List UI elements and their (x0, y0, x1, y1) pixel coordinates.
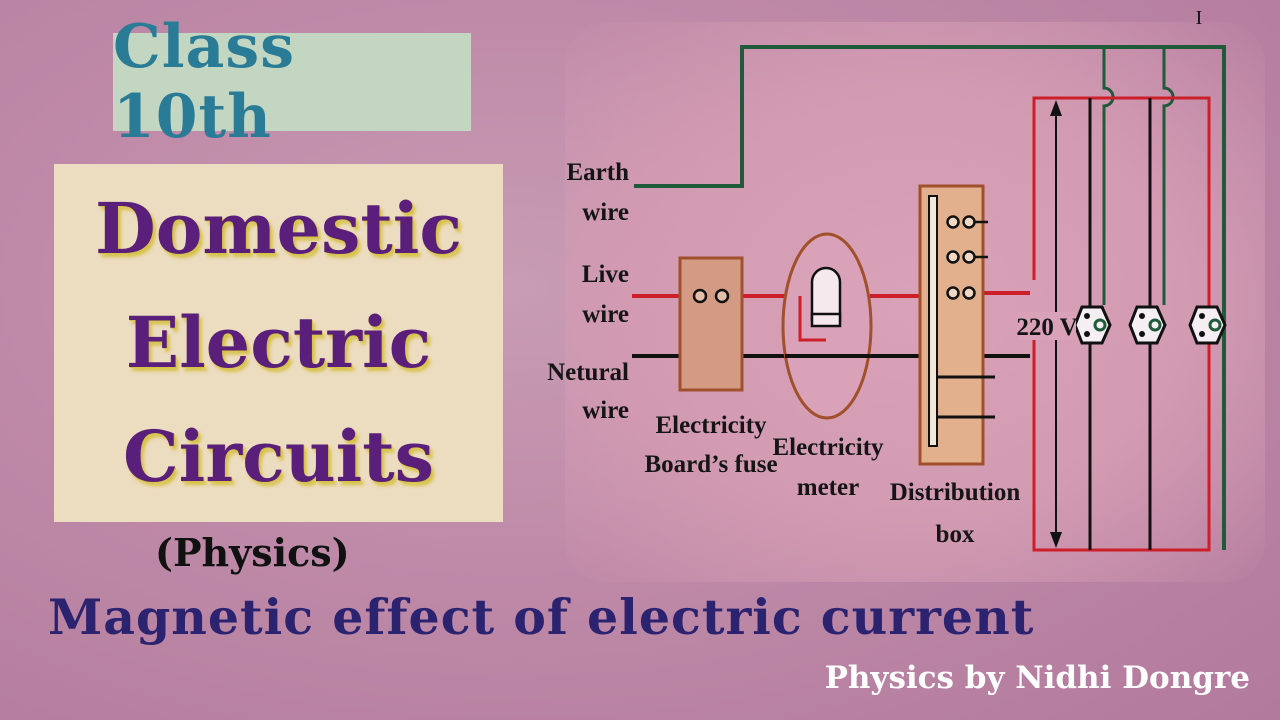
socket-3 (1188, 305, 1227, 345)
class-label-box: Class 10th (113, 12, 471, 152)
live-label-2: wire (582, 301, 629, 328)
distribution-fuse-1b (962, 215, 976, 229)
voltage-label: 220 V (1016, 314, 1077, 341)
earth-drop-2 (1162, 47, 1175, 305)
meter-label-1: Electricity (772, 434, 884, 461)
voltage-label-bg (1018, 312, 1076, 340)
voltage-arrow-head-bottom (1050, 532, 1062, 548)
meter-link (798, 296, 826, 342)
fuse-terminal-2 (714, 288, 730, 304)
title-box: Domestic Electric Circuits (54, 164, 503, 522)
title-line-1: Domestic (95, 187, 462, 270)
distribution-fuse-3a (946, 286, 960, 300)
neutral-label-2: wire (582, 397, 629, 424)
meter-base (810, 312, 842, 328)
meter-dial (810, 266, 842, 322)
fuse-terminal-1 (692, 288, 708, 304)
cursor-mark: I (1196, 7, 1203, 29)
title-line-3: Circuits (122, 415, 435, 498)
socket-1 (1073, 305, 1112, 345)
socket-2 (1128, 305, 1167, 345)
class-label: Class 10th (113, 12, 295, 152)
earth-label-1: Earth (567, 159, 630, 186)
distribution-label-2: box (936, 521, 975, 548)
live-label-1: Live (582, 261, 629, 288)
meter-label-2: meter (797, 474, 859, 501)
voltage-arrow-head-top (1050, 100, 1062, 116)
distribution-fuse-1a (946, 215, 960, 229)
neutral-label-1: Netural (547, 359, 629, 386)
distribution-bus-bar (928, 195, 938, 447)
subject-label: (Physics) (155, 530, 350, 575)
distribution-label-1: Distribution (890, 479, 1021, 506)
channel-credit: Physics by Nidhi Dongre (824, 660, 1250, 696)
title-line-2: Electric (125, 301, 432, 384)
fuse-box (678, 256, 744, 392)
earth-label-2: wire (582, 199, 629, 226)
earth-drop-1 (1102, 47, 1115, 305)
chapter-title: Magnetic effect of electric current (48, 588, 1035, 646)
distribution-fuse-2a (946, 250, 960, 264)
fuse-label-2: Board’s fuse (644, 451, 777, 478)
distribution-fuse-2b (962, 250, 976, 264)
distribution-fuse-3b (962, 286, 976, 300)
fuse-label-1: Electricity (655, 412, 767, 439)
